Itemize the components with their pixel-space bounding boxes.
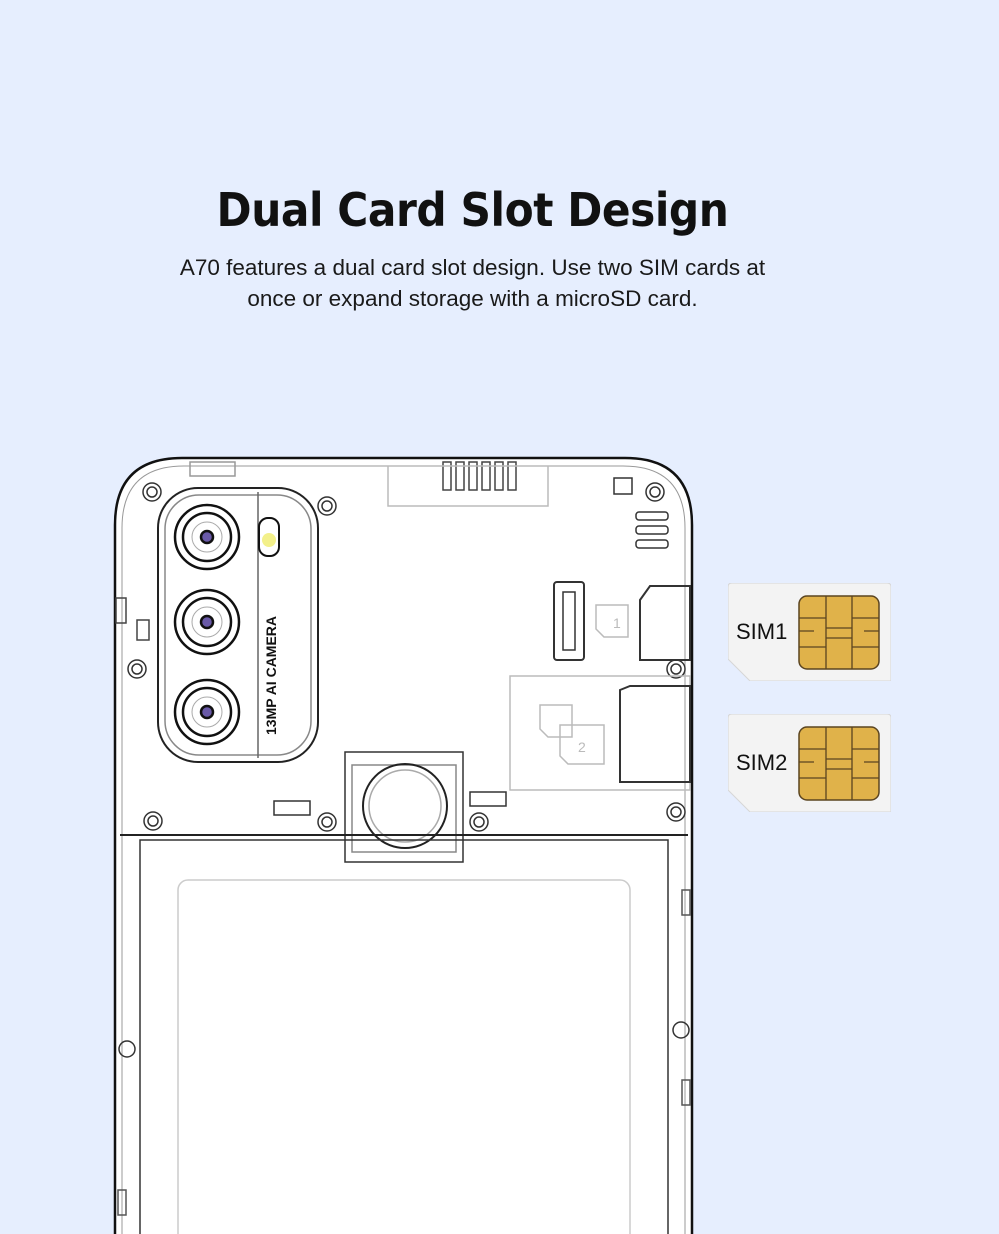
sim2-card: SIM2	[728, 714, 891, 812]
battery-panel	[177, 879, 631, 1234]
sim2-label: SIM2	[736, 750, 788, 775]
battery-compartment	[139, 839, 669, 1234]
subtitle-line-2: once or expand storage with a microSD ca…	[247, 286, 698, 311]
subtitle-line-1: A70 features a dual card slot design. Us…	[179, 255, 766, 280]
page-subtitle: A70 features a dual card slot design. Us…	[0, 252, 945, 314]
slot-2-label: 2	[578, 739, 586, 755]
sim1-card: SIM1	[728, 583, 891, 681]
sim-chip-icon	[798, 726, 880, 801]
camera-module: 13MP AI CAMERA	[157, 487, 319, 763]
flash-icon	[258, 517, 280, 557]
phone-outline	[113, 456, 694, 1234]
sim-chip-icon	[798, 595, 880, 670]
screws	[118, 482, 690, 1058]
top-grill	[189, 461, 549, 507]
page-title: Dual Card Slot Design	[216, 183, 729, 237]
sim1-label: SIM1	[736, 619, 788, 644]
fingerprint-sensor	[273, 751, 507, 863]
camera-lens-icon	[173, 503, 241, 746]
camera-label: 13MP AI CAMERA	[263, 616, 279, 735]
sim-slot-area: 1 2	[509, 581, 691, 791]
slot-1-label: 1	[613, 615, 621, 631]
